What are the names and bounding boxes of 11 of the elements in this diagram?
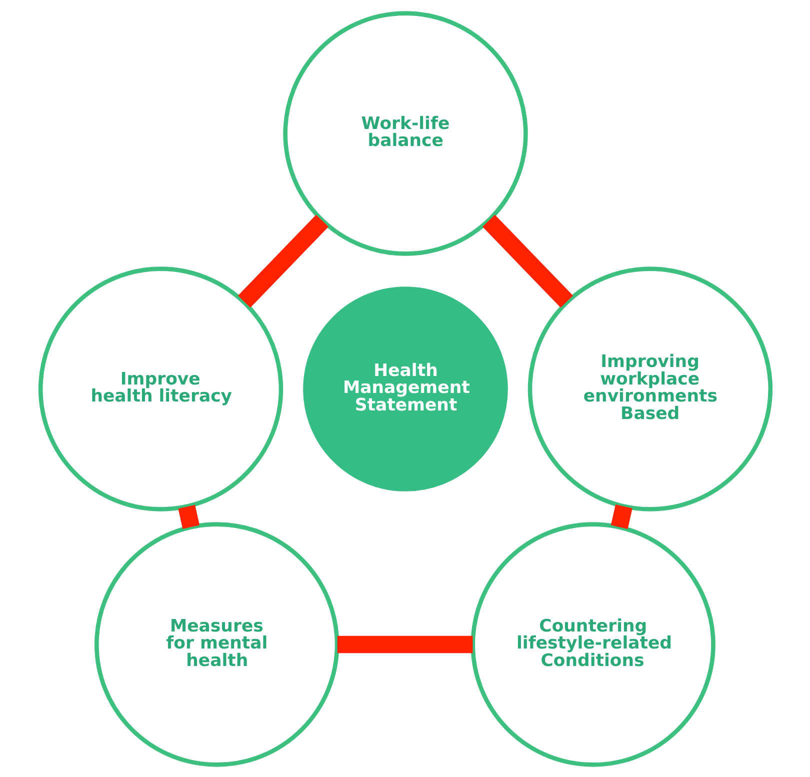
node-circle: Measures for mental health xyxy=(94,522,339,766)
connector xyxy=(178,504,200,528)
connector xyxy=(237,214,328,308)
node-circle: Work-life balance xyxy=(282,10,528,256)
connector xyxy=(482,214,573,308)
node-circle: Health Management Statement xyxy=(302,286,508,491)
connector xyxy=(336,635,472,653)
node-circle: Improving workplace environments Based xyxy=(527,266,772,511)
connector xyxy=(610,504,632,528)
node-circle: Improve health literacy xyxy=(38,266,283,511)
node-circle: Countering lifestyle-related Conditions xyxy=(470,522,715,766)
